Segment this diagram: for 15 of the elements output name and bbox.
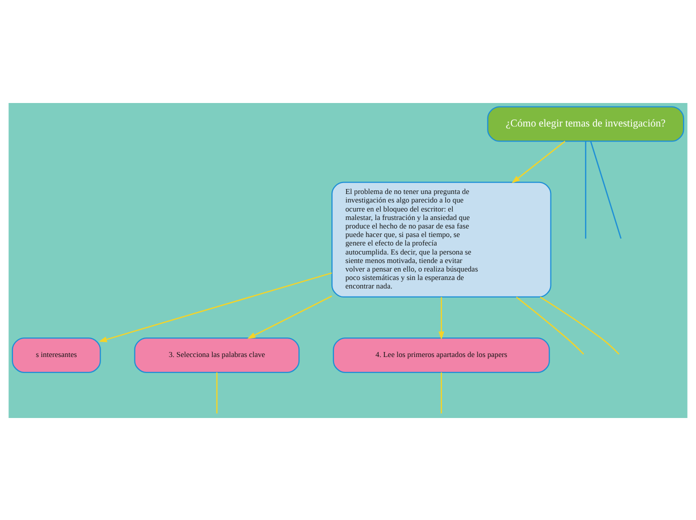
node-box: s interesantes [12,336,101,372]
connector [440,372,442,413]
node-box: El problema de no tener una pregunta de investigación es algo parecido a lo que ocurre en el bloqueo del escritor: el malestar, la frustración y la ansiedad que produce el hecho de no pasar de esa fase puede hacer que, si pasa el tiempo, se genere el efecto de la profecía autocumplida. Es decir, que la persona se siente menos motivada, tiende a evitar volver a pensar en ello, o realiza búsquedas poco sistemáticas y sin la esperanza de encontrar nada. [331,181,552,297]
node-box: 3. Selecciona las palabras clave [134,336,300,372]
connector [590,140,622,238]
connector [585,140,586,238]
arrow [438,296,444,340]
connector [516,296,584,354]
arrow [98,272,332,342]
connector [540,296,620,354]
connector [216,372,218,413]
arrow [512,140,566,183]
node-box: ¿Cómo elegir temas de investigación? [487,106,684,142]
node-box: 4. Lee los primeros apartados de los papers [332,336,550,372]
arrow [247,295,332,338]
